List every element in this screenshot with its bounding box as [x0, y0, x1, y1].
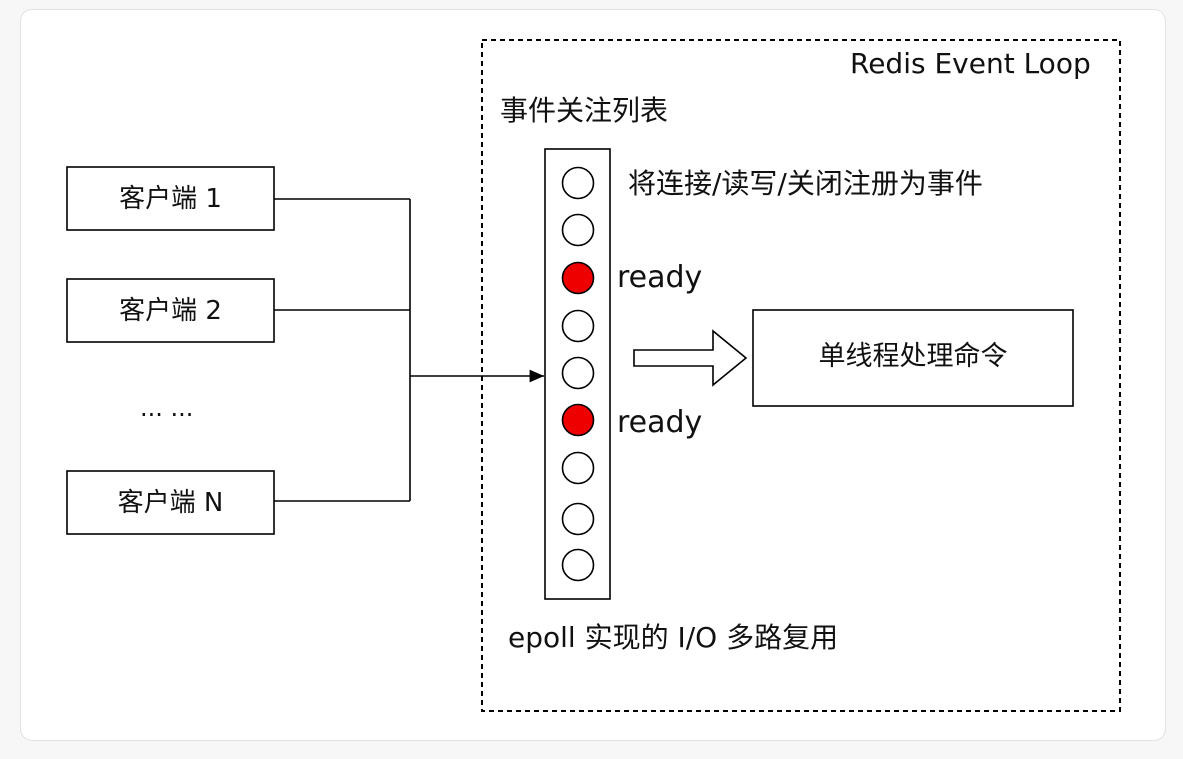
event-slot-ready [561, 403, 595, 437]
client-ellipsis: ... ... [140, 394, 194, 422]
epoll-caption: epoll 实现的 I/O 多路复用 [508, 621, 839, 654]
client-connectors [274, 198, 544, 502]
command-box [752, 309, 1074, 407]
event-list-title: 事件关注列表 [500, 94, 669, 127]
event-slot-ready [561, 261, 595, 295]
event-loop-container [481, 39, 1121, 712]
client-box-1 [66, 166, 275, 231]
client-box-2 [66, 278, 275, 343]
event-slot [561, 502, 595, 536]
hollow-arrow-icon [633, 329, 748, 387]
client-label-1: 客户端 1 [119, 184, 222, 214]
event-slot [561, 166, 595, 200]
ready-label-1: ready [617, 260, 703, 295]
event-loop-title: Redis Event Loop [850, 47, 1091, 80]
register-note: 将连接/读写/关闭注册为事件 [628, 167, 983, 200]
ready-label-2: ready [617, 405, 703, 440]
command-label: 单线程处理命令 [818, 341, 1008, 372]
event-slot [561, 356, 595, 390]
event-slot [561, 451, 595, 485]
client-box-n [66, 470, 275, 535]
event-slots [561, 166, 595, 582]
event-slot [561, 309, 595, 343]
event-slot [561, 213, 595, 247]
client-label-2: 客户端 2 [119, 296, 222, 326]
event-slot [561, 548, 595, 582]
client-label-n: 客户端 N [117, 488, 224, 518]
